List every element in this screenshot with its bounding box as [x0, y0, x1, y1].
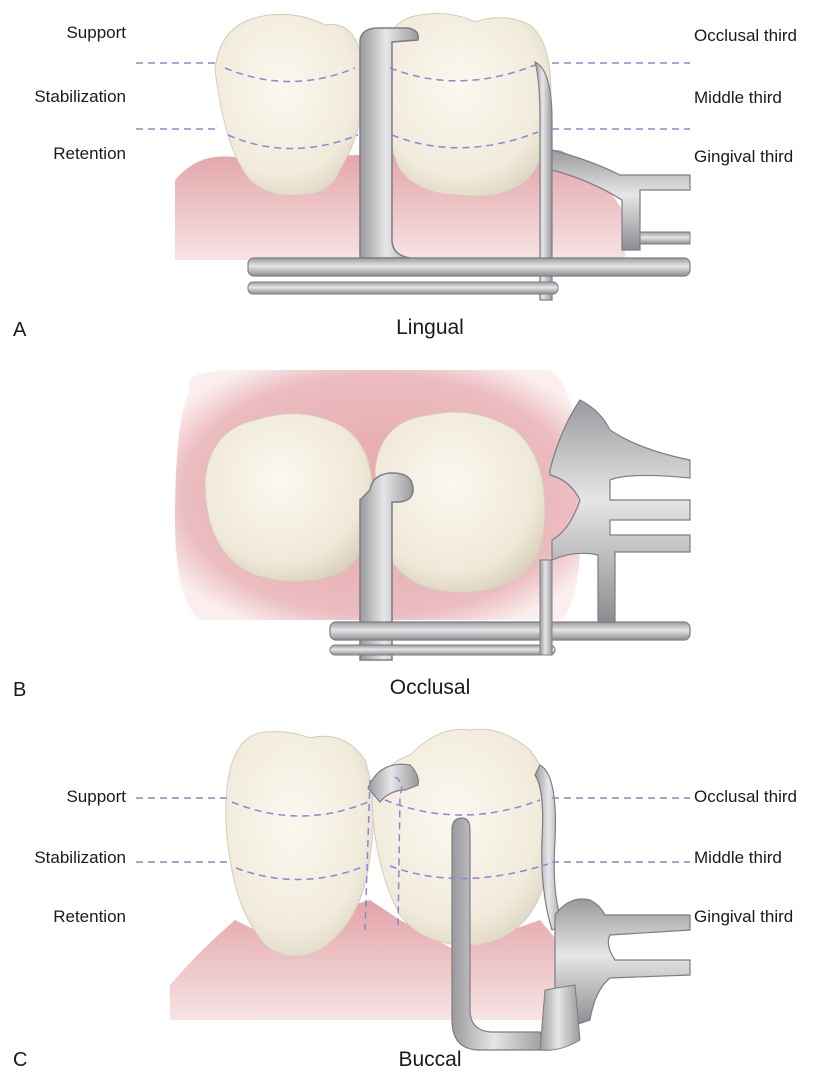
- buccal-illustration: [0, 720, 825, 1079]
- major-connector-bar: [330, 622, 690, 640]
- label-occlusal-third: Occlusal third: [694, 26, 797, 46]
- panel-occlusal: B Occlusal: [0, 360, 825, 705]
- label-middle-third: Middle third: [694, 848, 782, 868]
- panel-letter: A: [13, 319, 26, 342]
- label-stabilization: Stabilization: [0, 848, 126, 868]
- view-caption: Lingual: [330, 316, 530, 340]
- lingual-illustration: [0, 0, 825, 345]
- view-caption: Buccal: [330, 1048, 530, 1072]
- label-gingival-third: Gingival third: [694, 907, 793, 927]
- label-stabilization: Stabilization: [0, 87, 126, 107]
- major-connector-bar: [248, 258, 690, 276]
- label-retention: Retention: [0, 907, 126, 927]
- label-retention: Retention: [0, 144, 126, 164]
- label-middle-third: Middle third: [694, 88, 782, 108]
- occlusal-illustration: [0, 360, 825, 705]
- panel-lingual: Support Stabilization Retention Occlusal…: [0, 0, 825, 345]
- lower-bar: [330, 645, 555, 655]
- proximal-plate: [540, 560, 552, 655]
- panel-letter: B: [13, 679, 26, 702]
- label-support: Support: [0, 23, 126, 43]
- view-caption: Occlusal: [330, 676, 530, 700]
- label-occlusal-third: Occlusal third: [694, 787, 797, 807]
- lower-bar: [248, 282, 558, 294]
- label-gingival-third: Gingival third: [694, 147, 793, 167]
- label-support: Support: [0, 787, 126, 807]
- panel-letter: C: [13, 1049, 27, 1072]
- panel-buccal: Support Stabilization Retention Occlusal…: [0, 720, 825, 1079]
- proximal-plate: [540, 985, 580, 1050]
- tooth-left: [205, 414, 372, 582]
- side-strut-lower: [640, 232, 690, 244]
